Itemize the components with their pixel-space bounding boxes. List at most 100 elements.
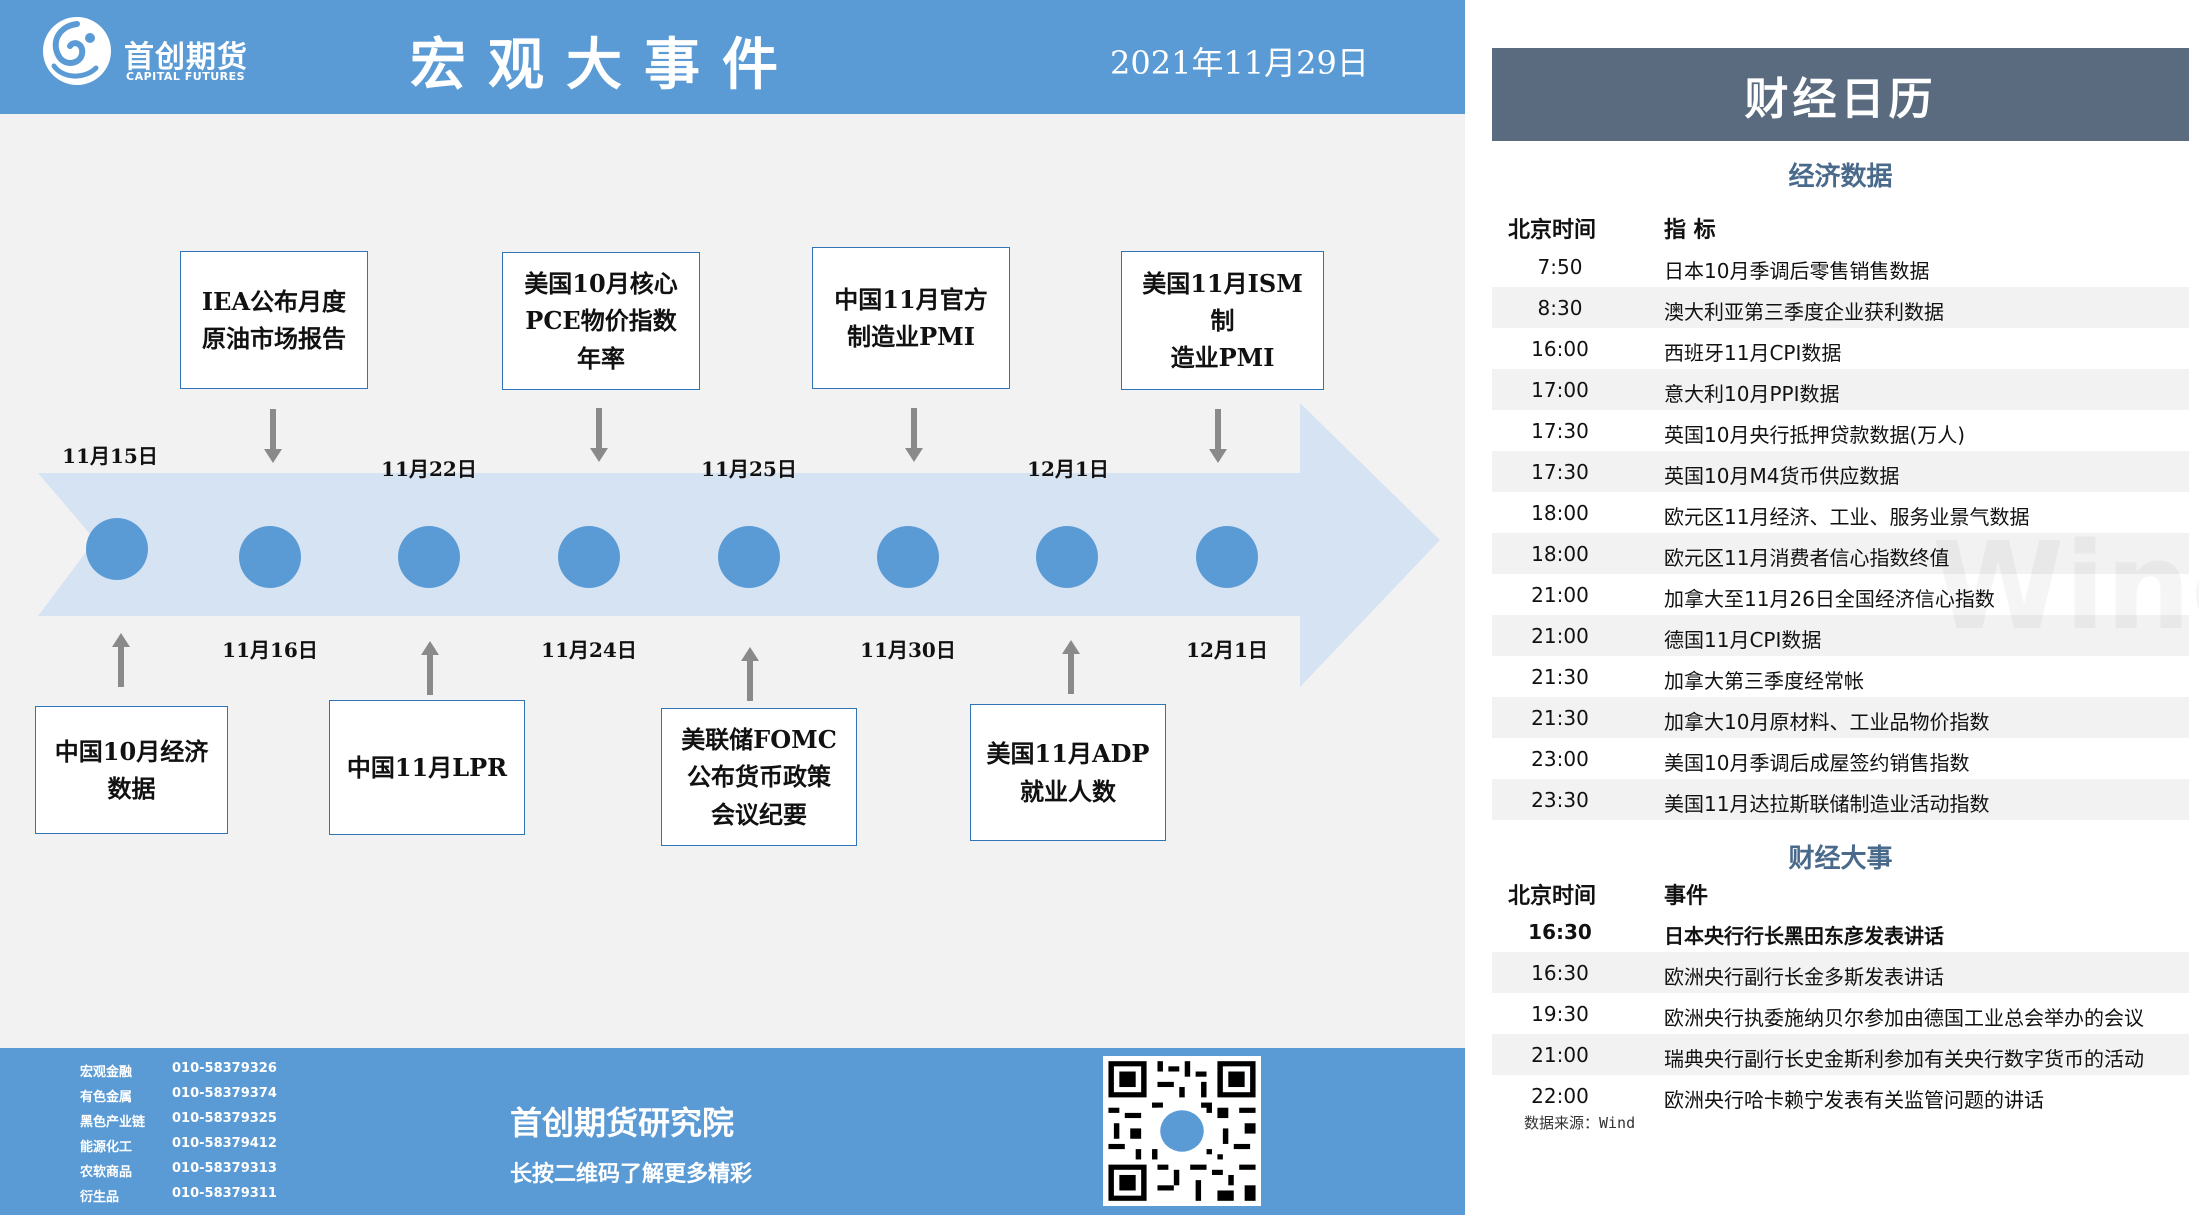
event-box-top: 美国11月ISM制造业PMI (1121, 251, 1324, 390)
contact-phone: 010-58379326 (172, 1061, 277, 1076)
event-text-line: 公布货币政策 (687, 762, 831, 792)
macro-events-panel: 首创期货 CAPITAL FUTURES 宏观大事件 2021年11月29日 1… (0, 0, 1465, 1215)
contact-entry: 黑色产业链 010-58379325 (80, 1111, 277, 1130)
row-time: 19:30 (1531, 1002, 1589, 1026)
timeline-node (398, 526, 460, 588)
contact-dept: 有色金属 (80, 1090, 133, 1105)
row-time: 16:00 (1531, 337, 1589, 361)
event-text-line: 制造业PMI (847, 322, 975, 351)
contact-phone: 010-58379325 (172, 1111, 277, 1126)
arrow-down-icon (590, 408, 608, 462)
row-item: 澳大利亚第三季度企业获利数据 (1664, 300, 1944, 324)
event-box-bottom: 中国10月经济数据 (35, 706, 228, 834)
timeline-date-top: 11月15日 (62, 444, 158, 468)
col-header-time: 北京时间 (1508, 218, 1597, 243)
calendar-title: 财经日历 (1492, 48, 2189, 141)
contact-dept: 黑色产业链 (80, 1115, 146, 1130)
logo-chinese-name: 首创期货 (124, 40, 248, 75)
event-text-line: 美国11月ADP (986, 739, 1150, 769)
qr-code-icon[interactable] (1103, 1056, 1261, 1206)
contact-phone: 010-58379313 (172, 1161, 277, 1176)
row-time: 23:30 (1531, 788, 1589, 812)
row-time: 21:00 (1531, 583, 1589, 607)
event-text-line: 中国10月经济 (54, 736, 209, 766)
row-time: 18:00 (1531, 501, 1589, 525)
calendar-row: 8:30 澳大利亚第三季度企业获利数据 (1492, 287, 2189, 328)
row-item: 美国11月达拉斯联储制造业活动指数 (1664, 792, 1990, 816)
report-date: 2021年11月29日 (1110, 44, 1369, 82)
event-box-top: 中国11月官方制造业PMI (812, 247, 1010, 389)
calendar-row: 23:30 美国11月达拉斯联储制造业活动指数 (1492, 779, 2189, 820)
contact-dept: 宏观金融 (80, 1065, 133, 1080)
event-text-line: 美国11月ISM制 (1142, 268, 1303, 335)
timeline-date-bottom: 12月1日 (1186, 638, 1268, 662)
row-item: 欧元区11月消费者信心指数终值 (1664, 546, 1950, 570)
row-item: 欧洲央行执委施纳贝尔参加由德国工业总会举办的会议 (1664, 1006, 2144, 1030)
row-item: 加拿大10月原材料、工业品物价指数 (1664, 710, 1990, 734)
page-title: 宏观大事件 (410, 32, 800, 98)
timeline-date-top: 11月22日 (381, 457, 477, 481)
col-header-time: 北京时间 (1508, 884, 1597, 909)
row-item: 瑞典央行副行长史金斯利参加有关央行数字货币的活动 (1664, 1047, 2144, 1071)
event-text-line: 美国10月核心 (524, 269, 678, 299)
event-text-line: 中国11月LPR (346, 752, 508, 782)
timeline-node (239, 526, 301, 588)
row-item: 欧洲央行哈卡赖宁发表有关监管问题的讲话 (1664, 1088, 2044, 1112)
contact-entry: 宏观金融 010-58379326 (80, 1061, 277, 1080)
event-text-line: 会议纪要 (711, 799, 807, 829)
econ-data-section-title: 经济数据 (1788, 162, 1893, 192)
row-time: 17:30 (1531, 419, 1589, 443)
col-header-event: 事件 (1664, 884, 1709, 909)
timeline-node (86, 518, 148, 580)
event-text-line: 年率 (577, 343, 625, 373)
logo-english-name: CAPITAL FUTURES (126, 70, 246, 83)
timeline-date-bottom: 11月24日 (541, 638, 637, 662)
row-time: 18:00 (1531, 542, 1589, 566)
calendar-row: 21:30 加拿大第三季度经常帐 (1492, 656, 2189, 697)
row-time: 21:30 (1531, 706, 1589, 730)
contact-entry: 农软商品 010-58379313 (80, 1161, 277, 1180)
event-text-line: IEA公布月度 (201, 286, 347, 316)
contact-phone: 010-58379311 (172, 1186, 277, 1201)
calendar-row: 18:00 欧元区11月消费者信心指数终值 (1492, 533, 2189, 574)
header-bar: 首创期货 CAPITAL FUTURES 宏观大事件 2021年11月29日 (0, 0, 1465, 114)
event-text-line: 美联储FOMC (681, 725, 837, 755)
arrow-down-icon (1209, 409, 1227, 463)
row-time: 21:00 (1531, 624, 1589, 648)
events-section-title: 财经大事 (1788, 844, 1893, 874)
event-box-top: IEA公布月度原油市场报告 (180, 251, 368, 389)
timeline-node (1196, 526, 1258, 588)
timeline-node (718, 526, 780, 588)
row-item: 欧洲央行副行长金多斯发表讲话 (1664, 965, 1944, 989)
event-text-line: 数据 (107, 774, 156, 803)
row-time: 17:00 (1531, 378, 1589, 402)
row-time: 23:00 (1531, 747, 1589, 771)
row-time: 21:30 (1531, 665, 1589, 689)
row-item: 加拿大第三季度经常帐 (1664, 669, 1864, 693)
contact-dept: 农软商品 (80, 1165, 133, 1180)
event-text-line: 中国11月官方 (834, 284, 988, 314)
arrow-down-icon (264, 409, 282, 463)
row-time: 22:00 (1531, 1084, 1589, 1108)
arrow-up-icon (421, 641, 439, 695)
row-item: 英国10月央行抵押贷款数据(万人) (1664, 423, 1966, 447)
calendar-row: 19:30 欧洲央行执委施纳贝尔参加由德国工业总会举办的会议 (1492, 993, 2189, 1034)
row-item: 意大利10月PPI数据 (1664, 382, 1840, 406)
arrow-up-icon (112, 633, 130, 687)
row-item: 加拿大至11月26日全国经济信心指数 (1664, 587, 1995, 611)
row-item: 日本10月季调后零售销售数据 (1664, 259, 1930, 283)
qr-call-to-action: 长按二维码了解更多精彩 (510, 1162, 753, 1187)
row-item: 西班牙11月CPI数据 (1664, 341, 1842, 365)
timeline-date-top: 11月25日 (701, 457, 797, 481)
institute-name: 首创期货研究院 (510, 1104, 735, 1142)
row-time: 8:30 (1537, 296, 1583, 320)
